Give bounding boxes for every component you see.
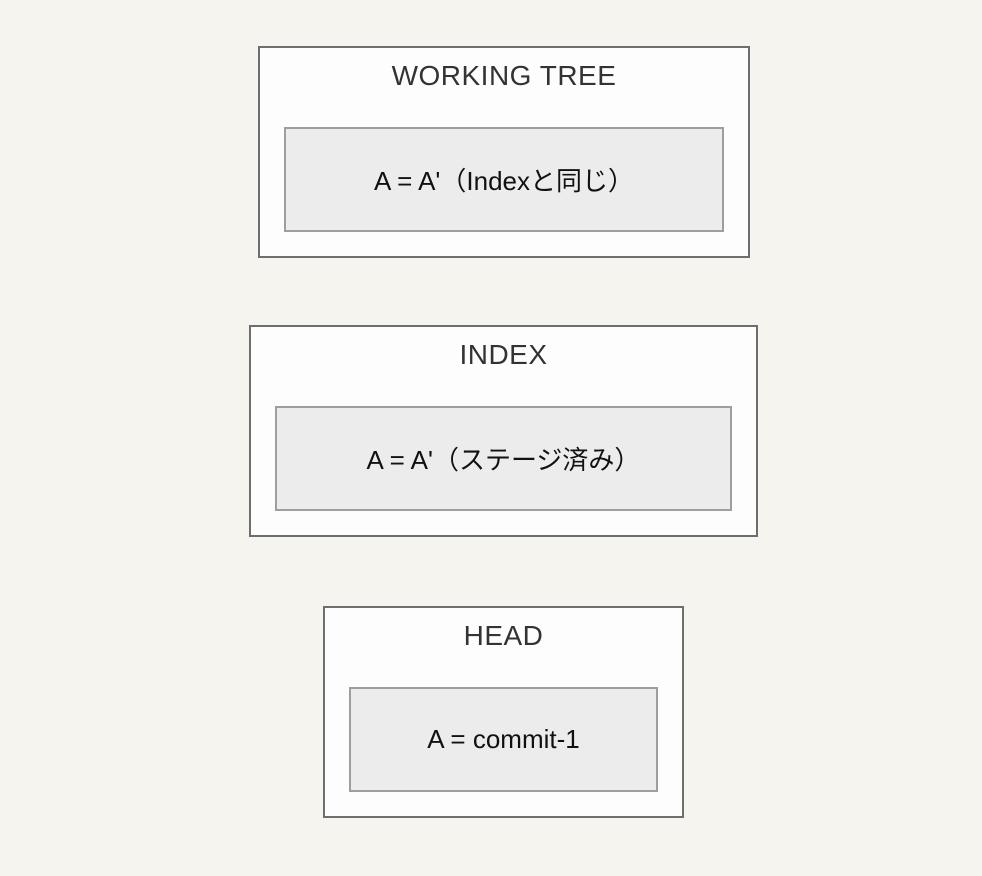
head-state-label: A = commit-1 bbox=[427, 724, 580, 754]
working-tree-state-label: A = A'（Indexと同じ） bbox=[373, 166, 634, 196]
index-box: INDEX A = A'（ステージ済み） bbox=[249, 325, 758, 537]
index-title: INDEX bbox=[459, 339, 548, 370]
head-state-box: A = commit-1 bbox=[349, 687, 658, 792]
working-tree-title: WORKING TREE bbox=[391, 60, 617, 91]
head-title: HEAD bbox=[463, 620, 544, 651]
working-tree-state-box: A = A'（Indexと同じ） bbox=[284, 127, 724, 232]
head-box: HEAD A = commit-1 bbox=[323, 606, 684, 818]
working-tree-box: WORKING TREE A = A'（Indexと同じ） bbox=[258, 46, 750, 258]
index-state-box: A = A'（ステージ済み） bbox=[275, 406, 732, 511]
index-state-label: A = A'（ステージ済み） bbox=[366, 445, 641, 475]
